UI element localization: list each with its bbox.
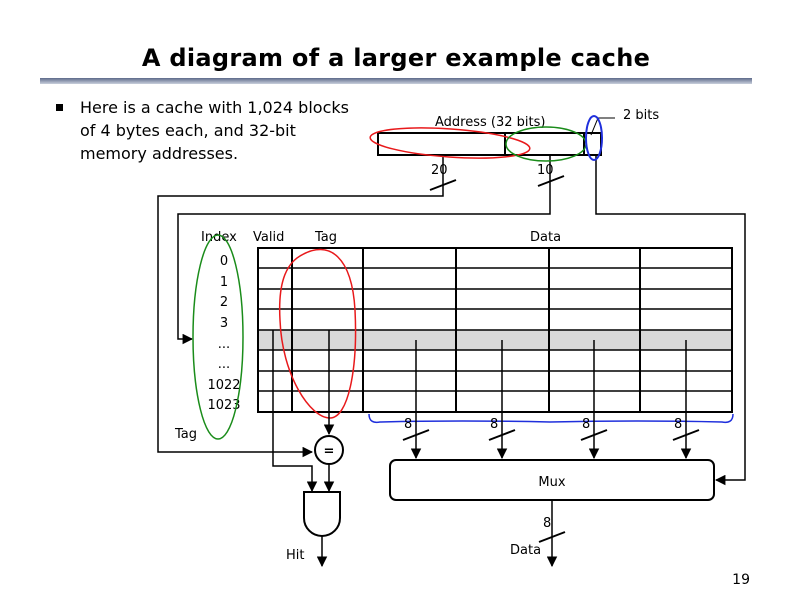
data-bytes-brace: [368, 413, 734, 424]
comparator-symbol: =: [324, 444, 335, 459]
column-header-data: Data: [530, 230, 561, 245]
index-field-width: 10: [537, 163, 554, 178]
bullet-text: Here is a cache with 1,024 blocks of 4 b…: [80, 98, 349, 163]
index-column-loop: [192, 234, 244, 440]
offset-field-wire: [595, 155, 746, 486]
tag-input-label: Tag: [174, 427, 197, 442]
data-width-slashes: [402, 429, 700, 441]
index-field-wire: [177, 155, 551, 345]
column-header-index: Index: [201, 230, 237, 245]
address-register: [377, 132, 602, 156]
index-label: ...: [218, 337, 230, 352]
column-header-valid: Valid: [253, 230, 284, 245]
tag-field-slash: [429, 179, 457, 191]
index-label: 2: [220, 295, 228, 310]
tag-field-width: 20: [431, 163, 448, 178]
index-label: ...: [218, 357, 230, 372]
data-width-label: 8: [490, 417, 498, 432]
index-label: 1022: [207, 378, 240, 393]
offset-bits-label: 2 bits: [623, 108, 659, 123]
index-field-slash: [537, 175, 565, 187]
data-width-label: 8: [582, 417, 590, 432]
tag-column-loop: [278, 248, 357, 419]
page-number: 19: [732, 572, 750, 588]
data-output-label: Data: [510, 543, 541, 558]
selected-row-highlight: [258, 330, 732, 350]
address-label: Address (32 bits): [435, 115, 545, 130]
mux-output-slash: [538, 531, 566, 543]
data-column-wires: [410, 340, 692, 460]
slide-title: A diagram of a larger example cache: [141, 44, 651, 72]
mux-output-width: 8: [543, 516, 551, 531]
bullet-square-icon: [56, 104, 63, 111]
index-label: 1: [220, 275, 228, 290]
title-underline: [40, 78, 752, 84]
offset-field-loop: [585, 115, 603, 161]
tag-field-wire: [157, 155, 444, 458]
index-labels: 0 1 2 3 ... ... 1022 1023: [207, 254, 240, 413]
index-label: 0: [220, 254, 228, 269]
data-width-label: 8: [404, 417, 412, 432]
index-label: 1023: [207, 398, 240, 413]
hit-label: Hit: [286, 548, 304, 563]
tag-field-loop: [369, 127, 531, 159]
valid-bit-wire: [272, 330, 318, 493]
data-width-label: 8: [674, 417, 682, 432]
mux-label: Mux: [538, 475, 565, 490]
column-header-tag: Tag: [314, 230, 337, 245]
and-gate: [303, 491, 341, 537]
index-label: 3: [220, 316, 228, 331]
cache-table: [257, 247, 733, 413]
